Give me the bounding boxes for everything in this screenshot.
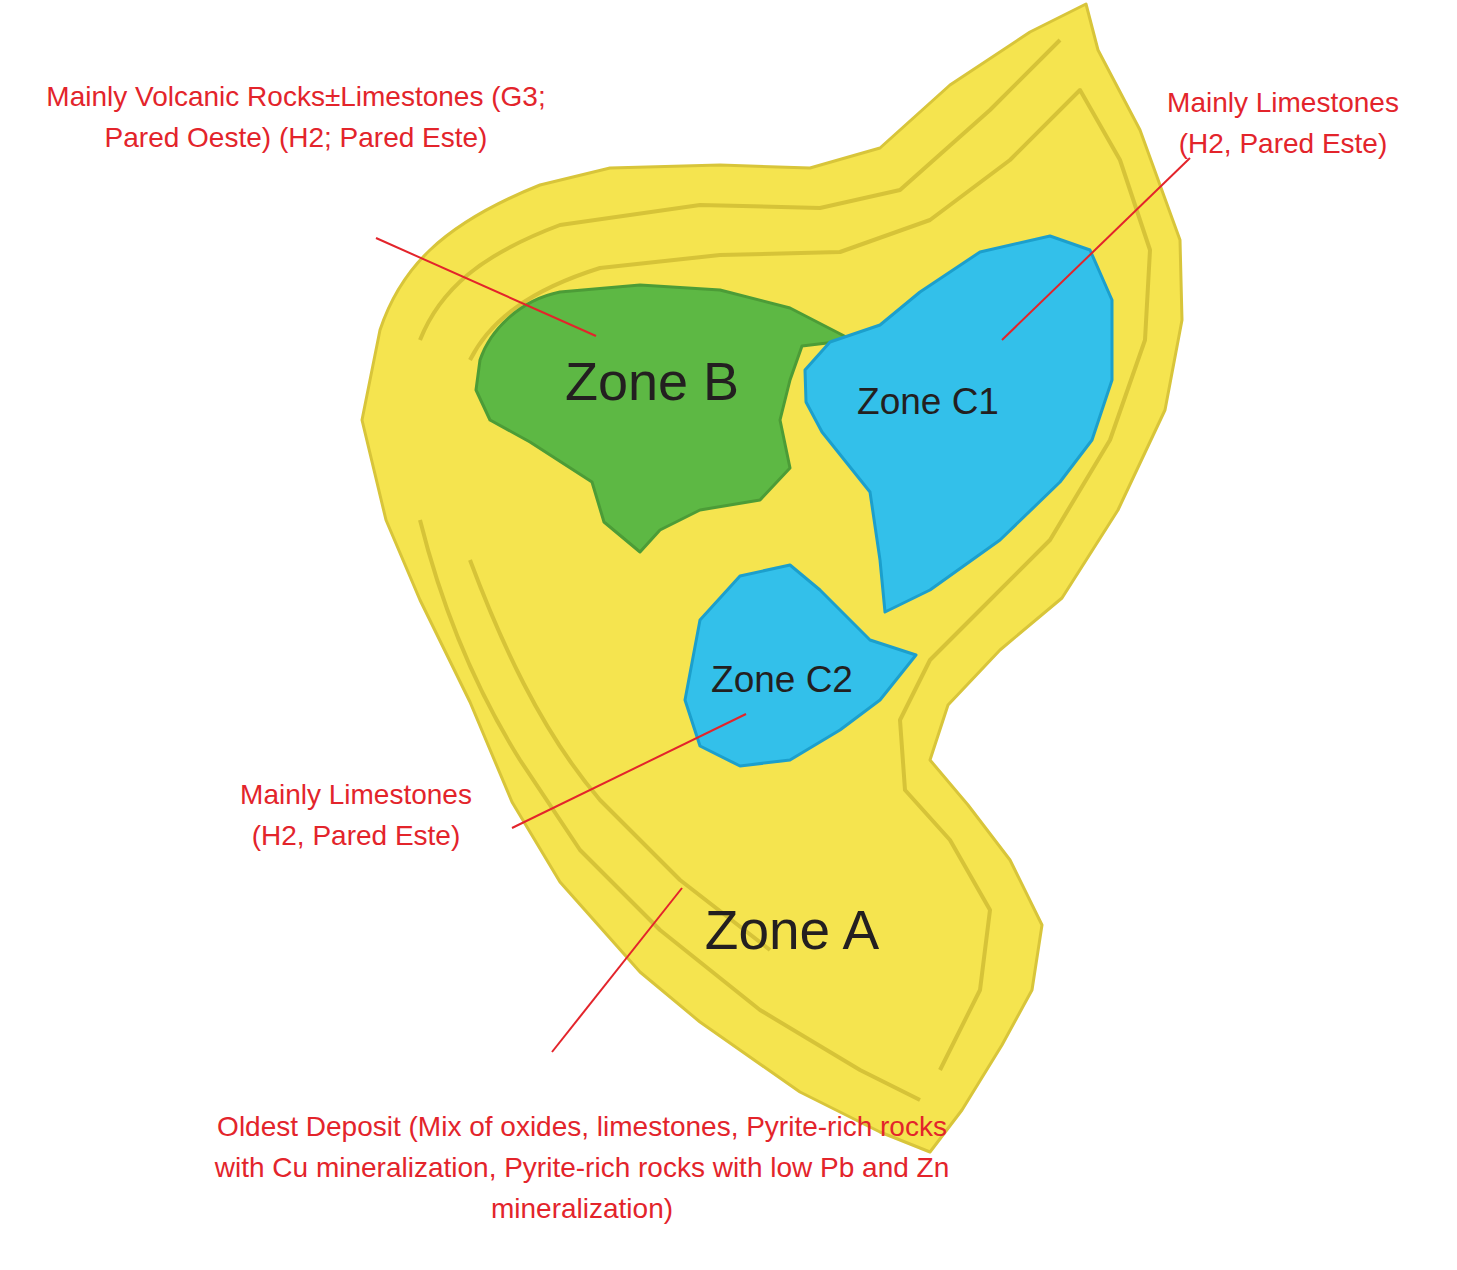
zone-label: Zone C1 — [857, 382, 999, 423]
leader-line — [552, 888, 682, 1052]
callout-note: Mainly Limestones (H2, Pared Este) — [221, 774, 491, 856]
bench-line — [470, 90, 1150, 1070]
zone-region: Zone C1 — [802, 232, 1116, 614]
callout-note: Oldest Deposit (Mix of oxides, limestone… — [212, 1106, 952, 1229]
zone-region: Zone C2 — [682, 562, 918, 768]
leader-line — [376, 238, 596, 336]
zone-fill — [685, 565, 916, 766]
zone-outline — [802, 232, 1116, 614]
zone-label: Zone A — [705, 900, 879, 961]
callout-note: Mainly Volcanic Rocks±Limestones (G3; Pa… — [46, 76, 546, 158]
zone-fill — [476, 285, 852, 552]
zone-label: Zone C2 — [711, 660, 853, 701]
zone-region: Zone B — [472, 280, 854, 556]
bench-line — [420, 520, 920, 1100]
zone-fill — [362, 4, 1182, 1152]
callout-note: Mainly Limestones (H2, Pared Este) — [1148, 82, 1418, 164]
leader-line — [512, 714, 746, 828]
leader-line — [1002, 158, 1190, 340]
zone-outline — [472, 280, 854, 556]
zone-region: Zone A Zone B Zone C1 Zone C2 — [352, 2, 1204, 1158]
zone-label: Zone B — [565, 352, 739, 411]
zone-fill — [805, 236, 1112, 612]
